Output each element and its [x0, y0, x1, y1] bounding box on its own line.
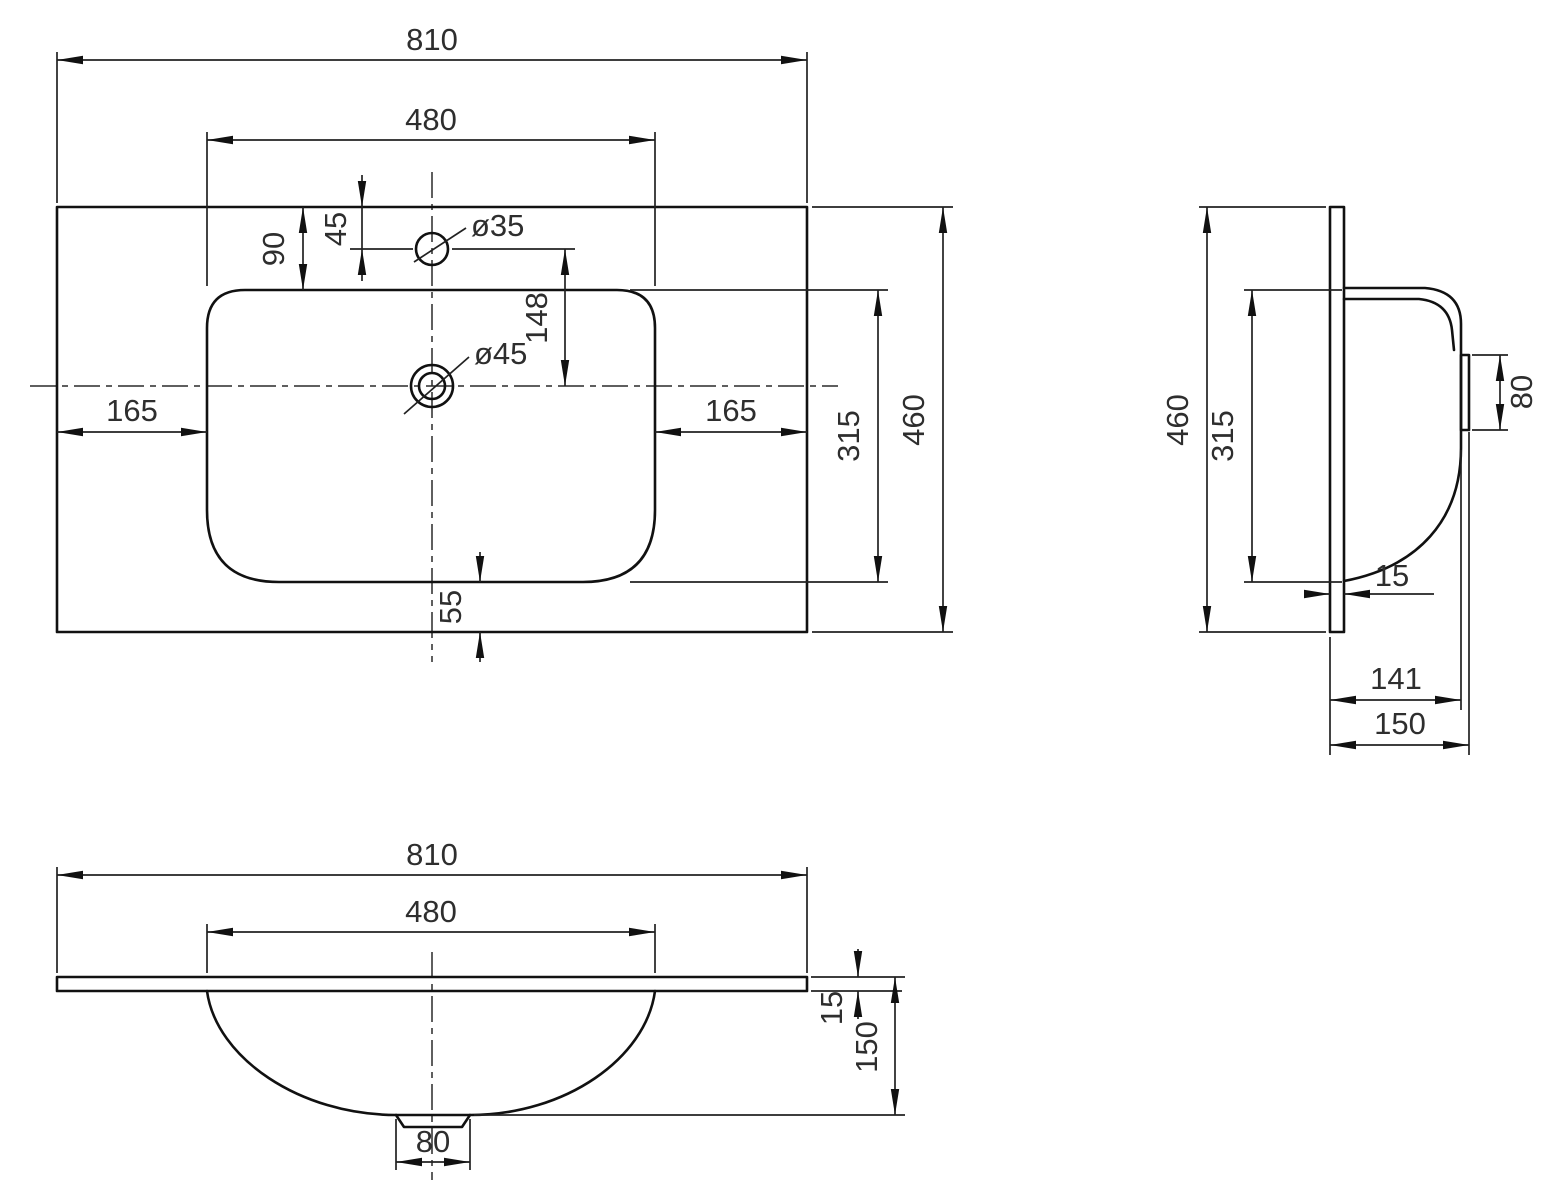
plan-dim-148-label: 148 — [519, 292, 554, 344]
front-dim-drain-width: 80 — [395, 1119, 471, 1170]
front-dim-150-label: 150 — [849, 1021, 884, 1073]
front-dim-slab-thickness: 15 — [811, 949, 905, 1025]
leader-line — [403, 356, 470, 415]
side-dim-315-label: 315 — [1205, 410, 1240, 462]
basin-outline — [205, 288, 657, 584]
side-dim-total-depth: 150 — [1330, 432, 1470, 755]
bowl-outline — [205, 989, 657, 1117]
plan-dim-right-margin: 165 — [655, 393, 807, 437]
plan-dim-drain-diameter: ø45 — [403, 336, 527, 415]
front-dim-80-label: 80 — [416, 1124, 450, 1159]
side-dim-basin-height: 315 — [1205, 289, 1342, 583]
plan-dim-faucet-to-drain: 148 — [452, 248, 575, 386]
plan-dim-left-margin: 165 — [57, 393, 207, 437]
side-dim-total-height: 460 — [1160, 206, 1326, 633]
side-dim-150-label: 150 — [1374, 706, 1426, 741]
drain-hole-outer — [409, 363, 455, 409]
front-dim-810-label: 810 — [406, 837, 458, 872]
countertop-slab-outline — [55, 975, 809, 993]
side-dim-460-label: 460 — [1160, 394, 1195, 446]
drain-outlet-outline — [1459, 353, 1471, 432]
side-dim-panel-thickness: 15 — [1304, 558, 1434, 599]
plan-dim-faucet-diameter: ø35 — [413, 208, 524, 263]
side-dim-outlet-height: 80 — [1472, 354, 1539, 431]
side-dim-15-label: 15 — [1375, 558, 1409, 593]
countertop-outline — [55, 205, 809, 634]
side-dim-80-label: 80 — [1504, 375, 1539, 409]
plan-dim-dia35-label: ø35 — [471, 208, 524, 243]
front-dim-total-width: 810 — [56, 837, 808, 973]
plan-dim-165-left-label: 165 — [106, 393, 158, 428]
plan-dim-90-label: 90 — [256, 232, 291, 266]
plan-dim-total-width: 810 — [56, 22, 808, 203]
plan-dim-460-label: 460 — [896, 394, 931, 446]
plan-dim-total-depth: 460 — [812, 206, 953, 633]
plan-dim-810-label: 810 — [406, 22, 458, 57]
front-dim-15-label: 15 — [814, 991, 849, 1025]
side-view: 460 315 80 15 141 150 — [1160, 205, 1539, 755]
plan-dim-dia45-label: ø45 — [474, 336, 527, 371]
plan-dim-basin-width: 480 — [206, 102, 656, 286]
plan-dim-480-label: 480 — [405, 102, 457, 137]
plan-dim-165-right-label: 165 — [705, 393, 757, 428]
back-panel-outline — [1328, 205, 1346, 634]
front-dim-total-height: 150 — [474, 977, 905, 1116]
drain-fitting-outline — [394, 1113, 472, 1129]
basin-profile-rim — [1342, 297, 1456, 352]
leader-line — [413, 227, 467, 263]
faucet-hole — [414, 231, 450, 267]
side-dim-basin-depth: 141 — [1329, 450, 1462, 755]
front-view: 810 480 15 150 80 — [55, 837, 905, 1180]
plan-dim-55-label: 55 — [433, 590, 468, 624]
plan-dim-basin-depth: 315 — [630, 289, 888, 583]
front-dim-basin-width: 480 — [206, 894, 656, 973]
plan-view: 810 480 90 45 ø35 148 — [30, 22, 953, 662]
basin-profile-outer — [1342, 286, 1463, 583]
plan-dim-315-label: 315 — [831, 410, 866, 462]
plan-dim-back-to-basin: 90 — [256, 207, 308, 290]
front-dim-480-label: 480 — [405, 894, 457, 929]
side-dim-141-label: 141 — [1370, 661, 1422, 696]
plan-dim-45-label: 45 — [318, 212, 353, 246]
plan-dim-back-to-faucet: 45 — [318, 175, 413, 281]
plan-dim-basin-to-front: 55 — [433, 552, 485, 662]
drain-hole-inner — [417, 371, 447, 401]
